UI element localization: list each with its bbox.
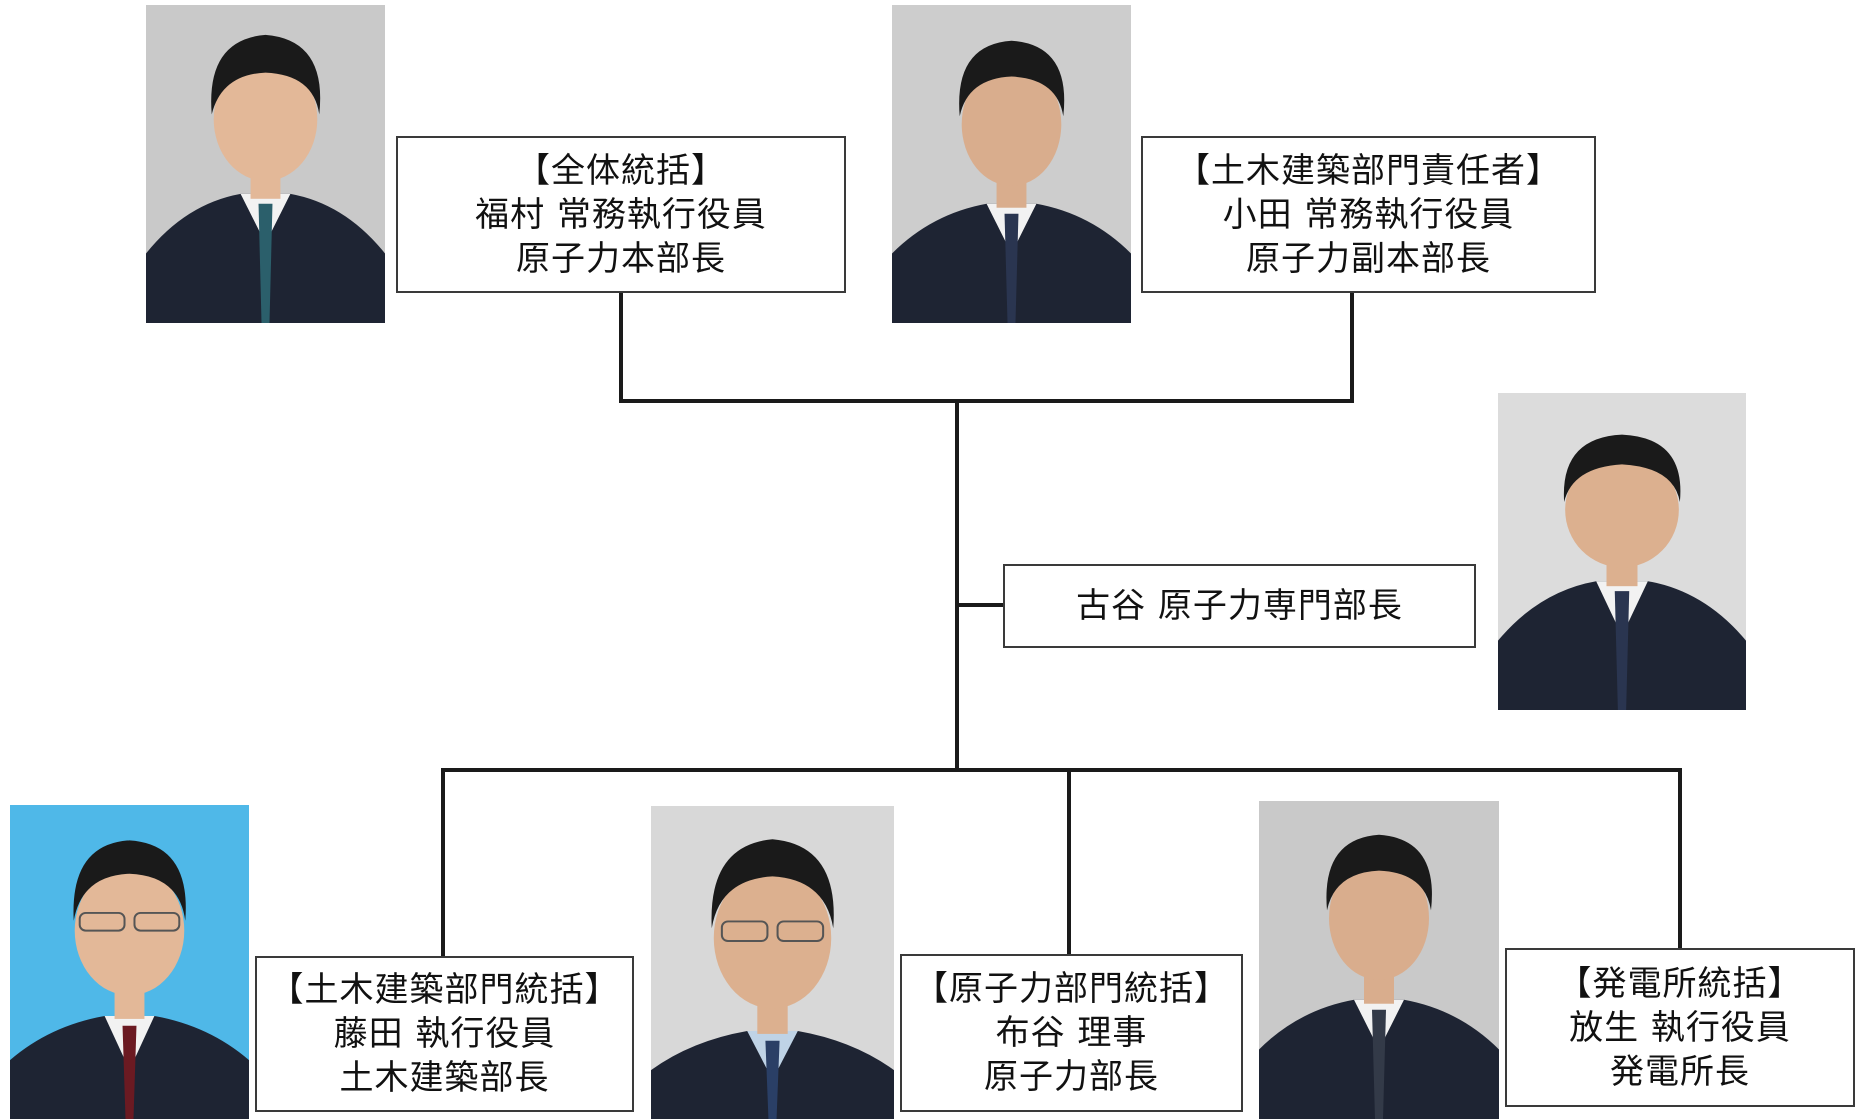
dept-label: 発電所長	[1610, 1051, 1750, 1092]
connector-top-horizontal	[619, 399, 1354, 403]
connector-bottom-right-down	[1678, 768, 1682, 948]
portrait-bottom-left	[10, 805, 249, 1119]
box-top-left: 【全体統括】 福村 常務執行役員 原子力本部長	[396, 136, 846, 293]
name-title: 福村 常務執行役員	[475, 194, 767, 235]
box-top-right: 【土木建築部門責任者】 小田 常務執行役員 原子力副本部長	[1141, 136, 1596, 293]
role-label: 【原子力部門統括】	[914, 969, 1229, 1009]
connector-bottom-horizontal	[441, 768, 1682, 772]
connector-middle-branch	[955, 603, 1005, 607]
name-title: 古谷 原子力専門部長	[1076, 586, 1403, 626]
box-bottom-right: 【発電所統括】 放生 執行役員 発電所長	[1505, 948, 1855, 1107]
dept-label: 原子力本部長	[516, 238, 726, 279]
role-label: 【土木建築部門責任者】	[1176, 150, 1561, 191]
portrait-top-left	[146, 5, 385, 323]
connector-top-left-down	[619, 293, 623, 403]
name-title: 布谷 理事	[995, 1013, 1148, 1053]
box-bottom-left: 【土木建築部門統括】 藤田 執行役員 土木建築部長	[255, 956, 634, 1112]
connector-main-vertical	[955, 399, 959, 770]
name-title: 放生 執行役員	[1569, 1007, 1791, 1048]
name-title: 藤田 執行役員	[333, 1014, 556, 1054]
portrait-bottom-right	[1259, 801, 1499, 1119]
dept-label: 原子力部長	[984, 1057, 1159, 1097]
dept-label: 土木建築部長	[339, 1058, 550, 1098]
portrait-top-center	[892, 5, 1131, 323]
box-middle: 古谷 原子力専門部長	[1003, 564, 1476, 648]
role-label: 【土木建築部門統括】	[269, 970, 620, 1010]
name-title: 小田 常務執行役員	[1222, 194, 1515, 235]
portrait-middle-right	[1498, 393, 1746, 710]
box-bottom-center: 【原子力部門統括】 布谷 理事 原子力部長	[900, 954, 1243, 1112]
connector-top-right-down	[1350, 293, 1354, 403]
role-label: 【発電所統括】	[1557, 963, 1803, 1004]
dept-label: 原子力副本部長	[1246, 238, 1491, 279]
portrait-bottom-center	[651, 806, 894, 1119]
connector-bottom-left-down	[441, 768, 445, 956]
role-label: 【全体統括】	[516, 150, 726, 191]
connector-bottom-center-down	[1067, 768, 1071, 954]
